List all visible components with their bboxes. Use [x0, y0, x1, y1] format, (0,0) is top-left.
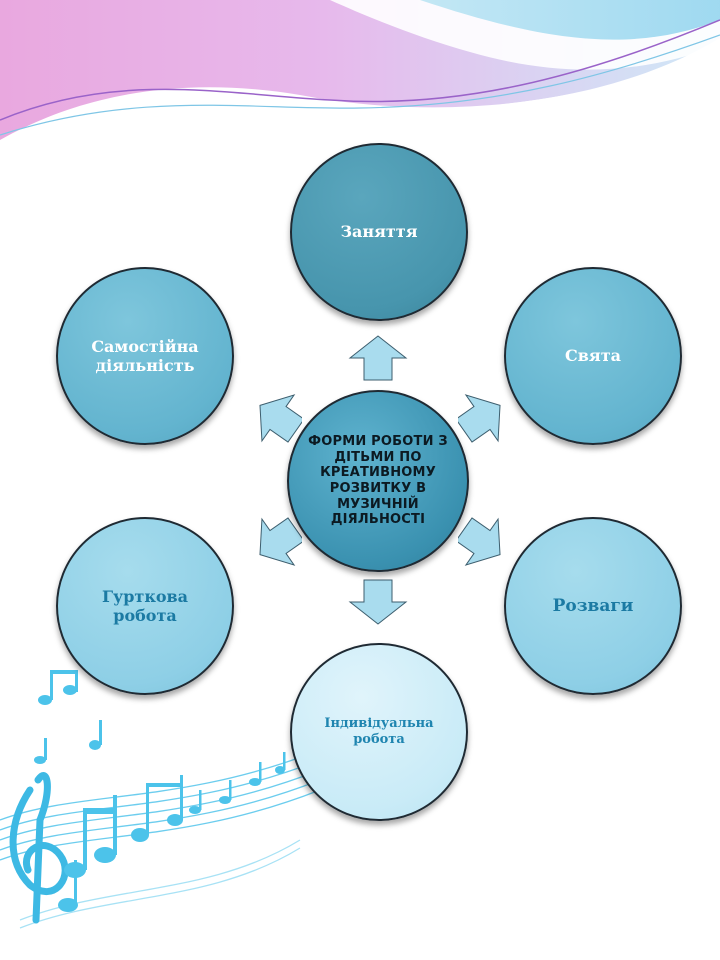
- arrow-icon: [458, 517, 501, 566]
- arrow-icon: [348, 335, 408, 381]
- center-node: ФОРМИ РОБОТИ З ДІТЬМИ ПО КРЕАТИВНОМУ РОЗ…: [287, 390, 469, 572]
- node-classes: Заняття: [290, 143, 468, 321]
- music-notes-decoration: [0, 670, 321, 929]
- node-individual-work: Індивідуальна робота: [290, 643, 468, 821]
- node-entertainment-label: Розваги: [552, 595, 634, 616]
- center-node-label: ФОРМИ РОБОТИ З ДІТЬМИ ПО КРЕАТИВНОМУ РОЗ…: [308, 434, 448, 528]
- node-club-work: Гурткова робота: [56, 517, 234, 695]
- node-entertainment: Розваги: [504, 517, 682, 695]
- arrow-icon: [458, 394, 501, 443]
- node-holidays: Свята: [504, 267, 682, 445]
- node-independent-activity: Самостійна діяльність: [56, 267, 234, 445]
- arrow-icon: [259, 517, 302, 566]
- node-club-work-label: Гурткова робота: [101, 586, 189, 625]
- node-individual-work-label: Індивідуальна робота: [324, 716, 434, 747]
- node-classes-label: Заняття: [340, 222, 418, 242]
- arrow-icon: [348, 579, 408, 625]
- node-holidays-label: Свята: [565, 346, 621, 366]
- arrow-icon: [259, 394, 302, 443]
- header-wave-decoration: [0, 0, 720, 146]
- node-independent-activity-label: Самостійна діяльність: [91, 336, 199, 375]
